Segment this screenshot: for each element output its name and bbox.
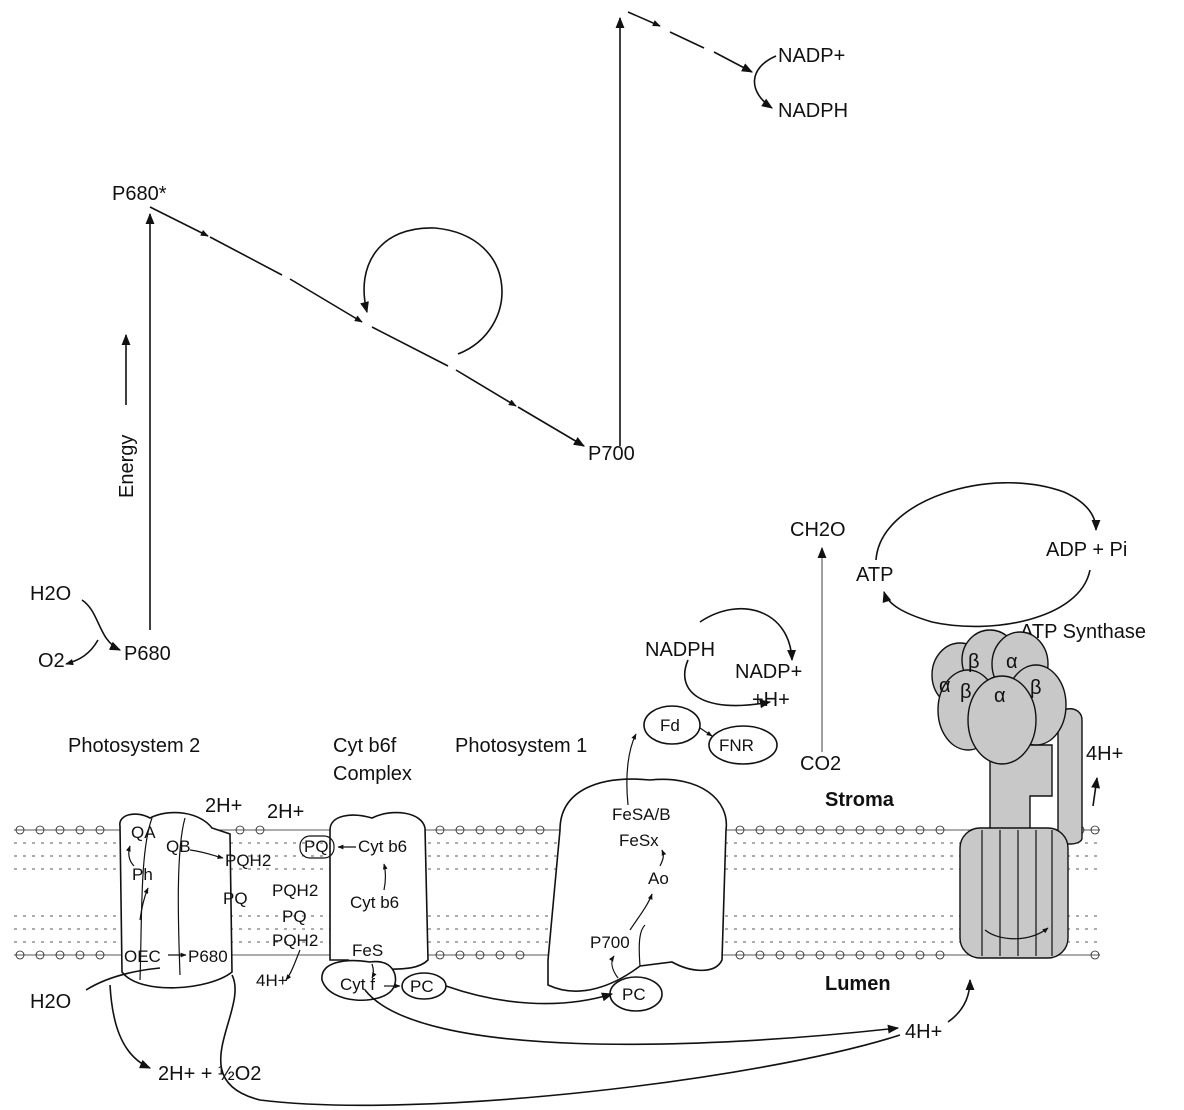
fnr-label: FNR <box>719 736 754 755</box>
pq-label: PQ <box>223 889 248 908</box>
p700-core-label: P700 <box>590 933 630 952</box>
p680-excited-label: P680* <box>112 183 167 205</box>
pqh2-label-a: PQH2 <box>272 881 318 900</box>
pc-ps1-label: PC <box>622 985 646 1004</box>
qa-label: QA <box>131 823 156 842</box>
oec-label: OEC <box>124 947 161 966</box>
fesab-label: FeSA/B <box>612 805 671 824</box>
proton-exit-arrow <box>1093 778 1097 806</box>
cytochrome-b6f-complex: Cyt b6f Complex PQ Cyt b6 PQH2 PQ Cyt b6… <box>256 735 446 1000</box>
subunit-label-3: α <box>939 675 951 697</box>
water-products-arrow <box>110 985 150 1068</box>
nadph-label: NADPH <box>778 100 848 122</box>
subunit-label-5: α <box>994 685 1006 707</box>
atp-label: ATP <box>856 564 893 586</box>
nadph-ps1-label: NADPH <box>645 639 715 661</box>
water-products-label: 2H+ + ½O2 <box>158 1063 261 1085</box>
two-h-label-a: 2H+ <box>205 795 242 817</box>
water-oxidation-arrow <box>82 600 120 650</box>
cytb6f-label-line2: Complex <box>333 763 412 785</box>
adp-label: ADP + Pi <box>1046 539 1127 561</box>
ch2o-label: CH2O <box>790 519 846 541</box>
atp-synthesis-arrow <box>884 570 1090 626</box>
o2-label: O2 <box>38 650 65 672</box>
atp-synthase: ATP Synthase β α α β α β 4H+ 4H+ <box>905 621 1146 1043</box>
four-h-lumen-label-b: 4H+ <box>905 1021 942 1043</box>
lumen-label: Lumen <box>825 973 891 995</box>
ph-label: Ph <box>132 865 153 884</box>
peripheral-stalk <box>1058 709 1082 844</box>
electron-transport-chain <box>150 207 584 446</box>
stroma-label: Stroma <box>825 789 895 811</box>
cyclic-electron-arrow <box>364 228 502 354</box>
subunit-label-6: β <box>1030 677 1042 699</box>
nadp-reduction-arrow <box>754 56 776 108</box>
pqh2-proton-arrow <box>286 950 300 980</box>
fesx-label: FeSx <box>619 831 659 850</box>
z-scheme: P680* P700 NADP+ NADPH Energy P680 H2O O… <box>30 12 848 672</box>
photosystem2-label: Photosystem 2 <box>68 735 200 757</box>
subunit-label-4: β <box>960 681 972 703</box>
ao-label: Ao <box>648 869 669 888</box>
photosystem-2: Photosystem 2 QA QB Ph OEC P680 PQH2 PQ … <box>30 735 304 1085</box>
subunit-label-2: α <box>1006 651 1018 673</box>
pqh2-label: PQH2 <box>225 851 271 870</box>
two-h-label-b: 2H+ <box>267 801 304 823</box>
four-h-lumen-label: 4H+ <box>256 971 288 990</box>
h2o-membrane-label: H2O <box>30 991 71 1013</box>
energy-label: Energy <box>116 435 138 498</box>
co2-label: CO2 <box>800 753 841 775</box>
cytb6f-label-line1: Cyt b6f <box>333 735 397 757</box>
proton-gradient-arrows <box>221 975 900 1105</box>
fd-label: Fd <box>660 716 680 735</box>
cytb6-bottom-label: Cyt b6 <box>350 893 399 912</box>
nadp-label: NADP+ <box>778 45 845 67</box>
photosystem1-label: Photosystem 1 <box>455 735 587 757</box>
oxygen-release-arrow <box>66 640 98 664</box>
qb-label: QB <box>166 837 191 856</box>
h2o-label: H2O <box>30 583 71 605</box>
nadp-ps1-label: NADP+ <box>735 661 802 683</box>
four-h-stroma-label: 4H+ <box>1086 743 1123 765</box>
pqh2-label-b: PQH2 <box>272 931 318 950</box>
fd-to-fnr-arrow <box>700 728 712 736</box>
p700-label: P700 <box>588 443 635 465</box>
fes-label: FeS <box>352 941 383 960</box>
ps2-proton-arrow <box>221 975 900 1105</box>
energy-axis: Energy <box>116 335 138 498</box>
hplus-label: +H+ <box>752 689 790 711</box>
cytb6-top-label: Cyt b6 <box>358 837 407 856</box>
proton-entry-arrow <box>948 980 970 1022</box>
p680-core-label: P680 <box>188 947 228 966</box>
pq-mid-label: PQ <box>282 907 307 926</box>
cyt-pq-label: PQ <box>304 837 329 856</box>
subunit-label-1: β <box>968 651 980 673</box>
p680-label: P680 <box>124 643 171 665</box>
pc-cyt-label: PC <box>410 977 434 996</box>
cytf-label: Cyt f <box>340 975 375 994</box>
